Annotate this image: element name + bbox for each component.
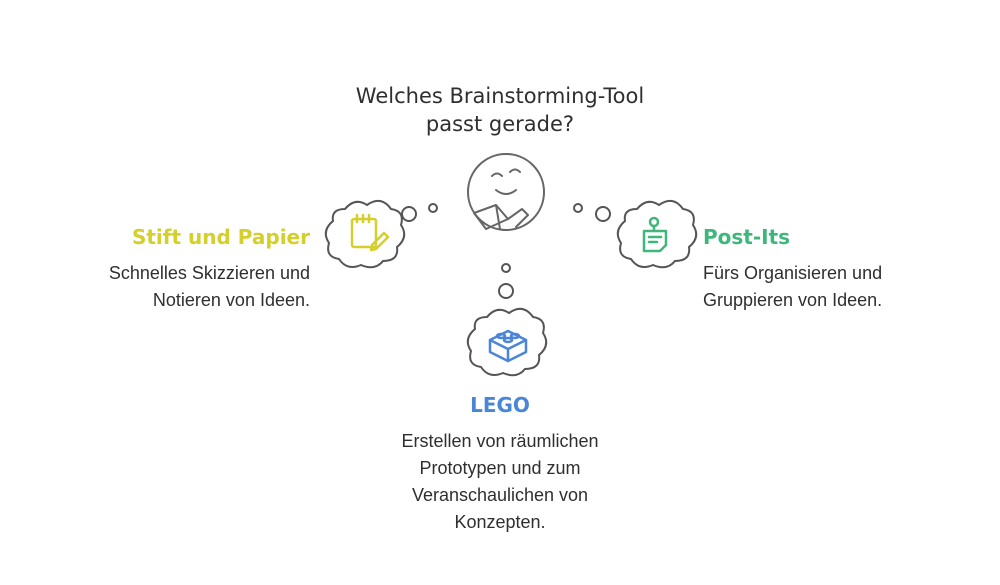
- option-desc-post-its: Fürs Organisieren und Gruppieren von Ide…: [703, 260, 963, 314]
- thought-dots-right: [573, 203, 611, 222]
- cloud-left: [324, 199, 406, 269]
- desc-line: Notieren von Ideen.: [152, 290, 310, 310]
- desc-line: Veranschaulichen von: [411, 485, 589, 505]
- option-desc-stift-und-papier: Schnelles Skizzieren und Notieren von Id…: [10, 260, 310, 314]
- desc-line: Schnelles Skizzieren und: [108, 263, 310, 283]
- desc-line: Gruppieren von Ideen.: [703, 290, 883, 310]
- thought-dots-left: [401, 203, 438, 222]
- thinking-person-icon: [467, 153, 545, 231]
- option-desc-lego: Erstellen von räumlichen Prototypen und …: [340, 428, 660, 536]
- cloud-bottom: [466, 307, 548, 377]
- option-heading-lego: LEGO: [470, 393, 530, 417]
- title-line-1: Welches Brainstorming-Tool: [355, 84, 645, 108]
- desc-line: Prototypen und zum: [419, 458, 581, 478]
- cloud-right: [616, 199, 698, 269]
- diagram-title: Welches Brainstorming-Tool passt gerade?: [300, 82, 700, 138]
- option-heading-post-its: Post-Its: [703, 225, 791, 249]
- notepad-pencil-icon: [350, 213, 390, 252]
- desc-line: Konzepten.: [454, 512, 546, 532]
- thought-dots-bottom: [498, 263, 514, 299]
- desc-line: Fürs Organisieren und: [703, 263, 883, 283]
- lego-brick-icon: [488, 329, 528, 363]
- title-line-2: passt gerade?: [425, 112, 575, 136]
- desc-line: Erstellen von räumlichen: [401, 431, 599, 451]
- option-heading-stift-und-papier: Stift und Papier: [131, 225, 310, 249]
- sticky-note-pin-icon: [642, 216, 668, 253]
